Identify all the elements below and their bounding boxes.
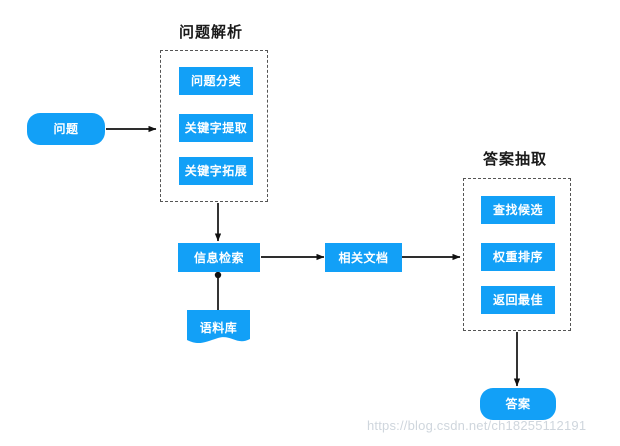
node-keyword-expand[interactable]: 关键字拓展: [179, 157, 253, 185]
node-keyword-extract[interactable]: 关键字提取: [179, 114, 253, 142]
node-find-candidates[interactable]: 查找候选: [481, 196, 555, 224]
group-box-answer-extraction: [463, 178, 571, 331]
group-box-question-parsing: [160, 50, 268, 202]
node-corpus-label: 语料库: [199, 321, 238, 335]
node-question-classify[interactable]: 问题分类: [179, 67, 253, 95]
document-shape-icon: [187, 310, 250, 344]
node-weight-ranking[interactable]: 权重排序: [481, 243, 555, 271]
node-corpus[interactable]: 语料库: [187, 310, 250, 346]
arrow-corpus-to-retrieval: [214, 271, 222, 310]
node-info-retrieval[interactable]: 信息检索: [178, 243, 260, 272]
group-title-answer-extraction: 答案抽取: [483, 151, 548, 168]
node-question[interactable]: 问题: [27, 113, 105, 145]
node-related-docs[interactable]: 相关文档: [325, 243, 402, 272]
watermark-text: https://blog.csdn.net/ch18255112191: [367, 418, 587, 433]
node-answer[interactable]: 答案: [480, 388, 556, 420]
group-title-question-parsing: 问题解析: [179, 24, 244, 41]
node-return-best[interactable]: 返回最佳: [481, 286, 555, 314]
